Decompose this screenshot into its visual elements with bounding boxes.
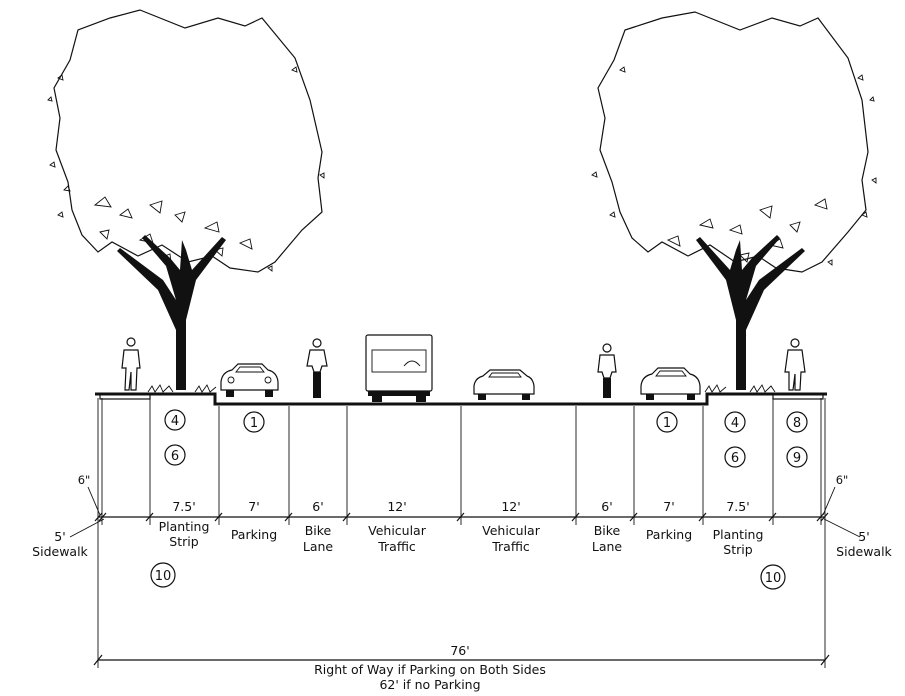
right-tree-canopy — [597, 11, 869, 273]
planting-right-label-2: Strip — [723, 542, 752, 557]
bike-left-label-1: Bike — [305, 523, 332, 538]
parking-right-marker-1-number: 1 — [663, 416, 671, 431]
left-marker-4-number: 4 — [171, 414, 179, 429]
sidewalk-right-label: Sidewalk — [836, 544, 892, 559]
right-marker-8-number: 8 — [793, 416, 801, 431]
ground-line — [95, 392, 827, 406]
left-tree-trunk — [117, 235, 226, 390]
sidewalk-left-width: 5' — [54, 529, 65, 544]
sidewalk-left-label: Sidewalk — [32, 544, 88, 559]
traffic-left-label-2: Traffic — [377, 539, 416, 554]
left-tree-leaves — [47, 66, 325, 272]
left-marker-10: 10 — [150, 562, 176, 588]
right-marker-9: 9 — [786, 446, 808, 468]
parking-left-width: 7' — [248, 499, 259, 514]
right-marker-6-number: 6 — [731, 451, 739, 466]
parking-left-marker-1-number: 1 — [250, 416, 258, 431]
vertical-extension-lines — [97, 398, 826, 668]
left-parked-car — [220, 363, 279, 397]
right-planting-grass — [704, 384, 776, 393]
left-pedestrian — [121, 337, 141, 391]
total-dimension-line — [93, 654, 830, 666]
parking-left-marker-1: 1 — [243, 411, 265, 433]
planting-right-width: 7.5' — [726, 499, 749, 514]
left-cyclist — [306, 338, 328, 398]
left-sidewalk-slab — [99, 393, 151, 400]
total-caption-line-1: Right of Way if Parking on Both Sides — [314, 662, 546, 677]
parking-right-width: 7' — [663, 499, 674, 514]
right-marker-10: 10 — [760, 564, 786, 590]
right-tree — [591, 11, 877, 390]
center-car-rear — [473, 369, 535, 400]
right-pedestrian — [784, 338, 806, 391]
six-inch-left-label: 6" — [78, 473, 91, 487]
bike-right-label-1: Bike — [594, 523, 621, 538]
bike-left-label-2: Lane — [303, 539, 334, 554]
bike-left-width: 6' — [312, 499, 323, 514]
right-cyclist — [597, 343, 617, 398]
sidewalk-right-width: 5' — [858, 529, 869, 544]
planting-left-width: 7.5' — [172, 499, 195, 514]
right-parked-car — [640, 367, 701, 400]
right-marker-6: 6 — [724, 446, 746, 468]
right-marker-9-number: 9 — [793, 451, 801, 466]
parking-right-marker-1: 1 — [656, 411, 678, 433]
planting-left-label-2: Strip — [169, 534, 198, 549]
right-marker-4-number: 4 — [731, 416, 739, 431]
right-marker-10-number: 10 — [765, 571, 782, 586]
leader-lines — [69, 486, 861, 538]
left-tree — [47, 9, 325, 390]
left-marker-6: 6 — [164, 444, 186, 466]
right-marker-8: 8 — [786, 411, 808, 433]
planting-right-label-1: Planting — [713, 527, 764, 542]
bike-right-width: 6' — [601, 499, 612, 514]
parking-left-label: Parking — [231, 527, 277, 542]
right-sidewalk-slab — [772, 393, 824, 400]
left-tree-canopy — [53, 9, 323, 273]
total-caption-line-2: 62' if no Parking — [379, 677, 480, 692]
traffic-right-width: 12' — [501, 499, 520, 514]
total-width-label: 76' — [450, 643, 469, 658]
street-profile — [95, 384, 827, 406]
right-tree-leaves — [591, 66, 877, 266]
left-marker-4: 4 — [164, 409, 186, 431]
planting-left-label-1: Planting — [159, 519, 210, 534]
traffic-left-label-1: Vehicular — [368, 523, 427, 538]
left-marker-10-number: 10 — [155, 569, 172, 584]
left-marker-6-number: 6 — [171, 449, 179, 464]
main-dimension-line — [94, 512, 829, 522]
left-planting-grass — [147, 384, 217, 393]
traffic-right-label-1: Vehicular — [482, 523, 541, 538]
right-tree-trunk — [696, 235, 805, 390]
bike-right-label-2: Lane — [592, 539, 623, 554]
parking-right-label: Parking — [646, 527, 692, 542]
traffic-left-width: 12' — [387, 499, 406, 514]
traffic-right-label-2: Traffic — [491, 539, 530, 554]
truck-rear — [365, 334, 433, 402]
six-inch-right-label: 6" — [836, 473, 849, 487]
right-marker-4: 4 — [724, 411, 746, 433]
